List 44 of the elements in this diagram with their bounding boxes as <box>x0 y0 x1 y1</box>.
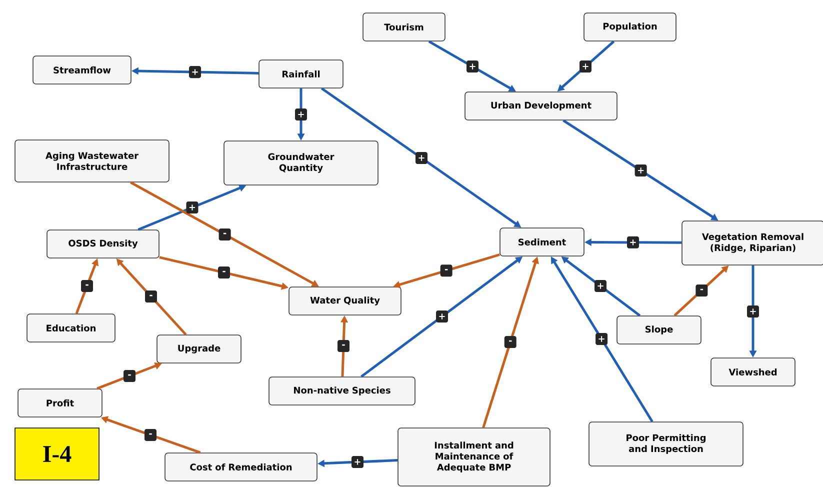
factor-box: Groundwater Quantity <box>224 140 378 186</box>
factor-box: Tourism <box>362 12 446 42</box>
factor-box: Education <box>26 314 116 342</box>
sign-badge: - <box>696 284 708 296</box>
factor-box: Urban Development <box>464 92 618 120</box>
sign-badge: - <box>338 340 350 352</box>
sign-badge: + <box>594 280 606 292</box>
sign-badge: - <box>124 370 136 382</box>
sign-badge: - <box>440 264 452 277</box>
factor-box: Rainfall <box>258 60 344 88</box>
sign-badge: - <box>218 266 230 279</box>
sign-badge: + <box>416 152 428 164</box>
sign-badge: + <box>186 202 198 214</box>
factor-box: Viewshed <box>710 358 796 386</box>
factor-box: Installment and Maintenance of Adequate BMP <box>398 428 550 486</box>
factor-box: Cost of Remediation <box>164 452 318 482</box>
factor-box: Upgrade <box>156 334 242 364</box>
sign-badge: - <box>144 429 156 441</box>
sign-badge: + <box>580 60 592 72</box>
sign-badge: + <box>189 66 201 78</box>
sign-badge: - <box>504 336 516 348</box>
sign-badge: + <box>634 164 647 176</box>
sign-badge: + <box>747 306 759 318</box>
sign-badge: + <box>295 108 307 120</box>
factor-box: Aging Wastewater Infrastructure <box>14 140 170 182</box>
factor-box: OSDS Density <box>46 230 160 258</box>
factor-box: Slope <box>616 316 702 344</box>
figure-tag: I-4 <box>14 428 100 480</box>
factor-box: Poor Permitting and Inspection <box>588 422 744 466</box>
factor-box: Streamflow <box>32 56 132 84</box>
factor-box: Vegetation Removal (Ridge, Riparian) <box>682 220 823 266</box>
sign-badge: - <box>145 290 157 302</box>
factor-box: Water Quality <box>288 286 402 316</box>
sign-badge: + <box>596 333 608 345</box>
sign-badge: + <box>627 236 639 248</box>
sign-badge: + <box>436 310 448 322</box>
sign-badge: + <box>352 456 364 468</box>
factor-box: Sediment <box>500 228 584 256</box>
factor-box: Non-native Species <box>268 376 416 406</box>
sign-badge: + <box>466 60 478 72</box>
sign-badge: - <box>81 280 93 292</box>
sign-badge: - <box>218 228 231 240</box>
factor-box: Population <box>584 12 676 42</box>
factor-box: Profit <box>18 388 102 418</box>
